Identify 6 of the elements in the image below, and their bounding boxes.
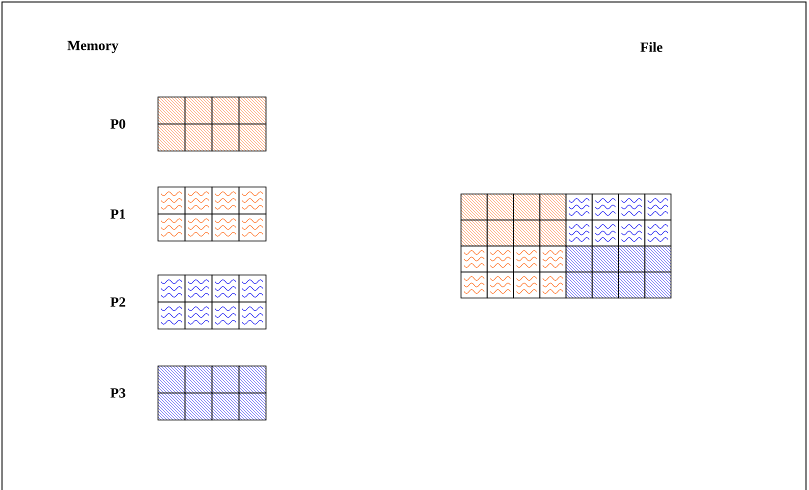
process-label: P0: [110, 119, 126, 129]
process-label: P3: [110, 388, 126, 398]
column-heading: File: [640, 42, 662, 52]
process-label: P1: [110, 209, 126, 219]
process-label: P2: [110, 297, 126, 307]
column-heading: Memory: [67, 40, 118, 54]
